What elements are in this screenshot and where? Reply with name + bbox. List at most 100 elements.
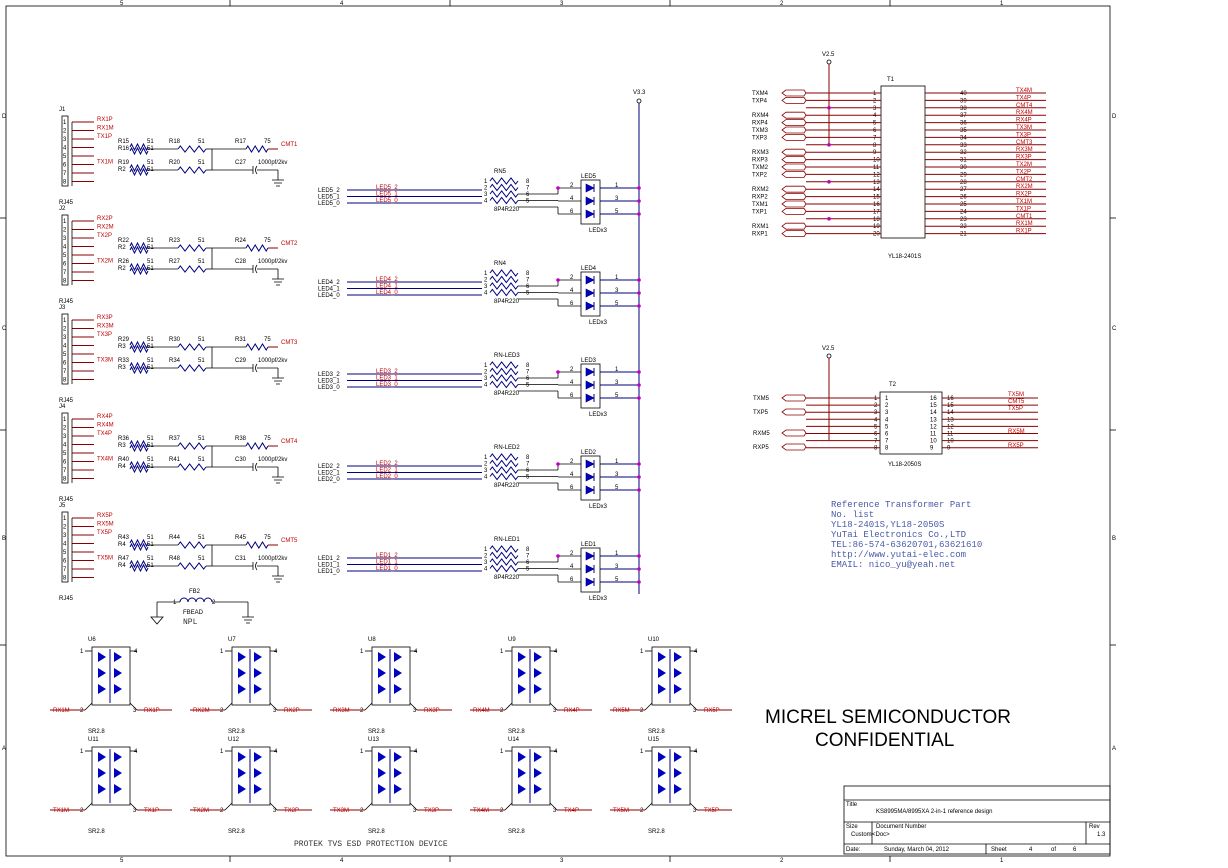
jack-pin-number: 1 <box>63 516 67 522</box>
res-ref: R45 <box>235 535 247 541</box>
t2-pin-left: 4 <box>874 417 878 423</box>
led-pin-right: 3 <box>615 380 619 386</box>
led-pin-left: 6 <box>570 485 574 491</box>
res-value: 51 <box>198 337 205 343</box>
res-ref: R17 <box>235 139 247 145</box>
t1-left-net: RXP4 <box>752 121 768 127</box>
tvs-body <box>231 646 271 706</box>
led-junction <box>556 278 560 282</box>
t1-left-net: RXP3 <box>752 158 768 164</box>
t1-left-net: TXP1 <box>752 209 768 215</box>
tvs-diode-icon <box>658 684 666 694</box>
led-net-label: LED3_1 <box>376 376 398 382</box>
note-line-4: YuTai Electronics Co.,LTD <box>831 530 966 540</box>
res-ref: R37 <box>169 436 181 442</box>
tvs-pin-2-link <box>84 802 93 811</box>
tvs-diode-icon <box>378 668 386 678</box>
res-51-mid <box>177 541 207 549</box>
t1-port-icon <box>781 193 807 200</box>
led-package <box>580 547 601 593</box>
res-75 <box>245 541 269 549</box>
led-pin-right: 5 <box>615 577 619 583</box>
led-pin-left: 4 <box>570 196 574 202</box>
title-block: Title KS8995MA/8995XA 2-in-1 reference d… <box>843 785 1111 855</box>
rail-junction <box>637 304 641 308</box>
t2-port-icon <box>781 443 807 451</box>
tvs-diode-icon <box>114 668 122 678</box>
t2-right-net: RX5M <box>1008 429 1025 435</box>
tvs-diode-icon <box>534 768 542 778</box>
res-ref: R29 <box>118 337 130 343</box>
t1-pin-right: 31 <box>960 158 967 164</box>
led-ref: LED1 <box>581 542 597 548</box>
jack-net-label: TX5M <box>97 556 113 562</box>
t1-pin-left: 11 <box>873 165 880 171</box>
cap-plate-curved <box>255 165 258 175</box>
v33-rail-terminal <box>636 98 642 104</box>
tvs-body <box>651 746 691 806</box>
tvs-pin-2: 2 <box>500 808 504 814</box>
res-51-c <box>129 559 149 569</box>
rn-value: 8P4R220 <box>494 299 520 305</box>
jack-net-label: RX2P <box>97 216 113 222</box>
tvs-pin-3: 3 <box>693 808 697 814</box>
res-value: 51 <box>198 535 205 541</box>
jack-pin-number: 3 <box>63 434 67 440</box>
tvs-ref: U7 <box>228 637 236 643</box>
led-net-label: LED1_0 <box>376 566 398 572</box>
rn-resistor <box>489 380 519 389</box>
note-line-2: No. list <box>831 510 874 520</box>
res-value: 51 <box>198 436 205 442</box>
t1-left-net: TXM2 <box>752 165 769 171</box>
rn-ref: RN5 <box>494 169 507 175</box>
tb-size-label: Size <box>846 824 858 830</box>
tvs-diode-icon <box>114 684 122 694</box>
tvs-diode-icon <box>394 652 402 662</box>
res-value: 75 <box>264 139 271 145</box>
zone-row-right: D <box>1112 114 1117 120</box>
t2-right-net: TX5P <box>1008 406 1023 412</box>
led-pin-left: 2 <box>570 459 574 465</box>
tvs-diode-icon <box>518 668 526 678</box>
jack-type: RJ45 <box>59 596 74 602</box>
res-ref: R19 <box>118 160 130 166</box>
led-net-name: LED5_1 <box>318 195 340 201</box>
led-diode-icon <box>585 288 595 298</box>
note-line-1: Reference Transformer Part <box>831 500 971 510</box>
rn-pin-right: 8 <box>526 547 530 553</box>
tvs-diode-icon <box>378 652 386 662</box>
res-ref: R47 <box>118 556 130 562</box>
t1-left-net: TXP2 <box>752 172 768 178</box>
rn-value: 8P4R220 <box>494 575 520 581</box>
rn-resistor <box>489 190 519 198</box>
t1-pin-right: 23 <box>960 217 967 223</box>
tvs-ref: U11 <box>88 737 99 743</box>
res-value: 51 <box>198 457 205 463</box>
rail-junction <box>637 278 641 282</box>
led-net-label: LED2_1 <box>376 468 398 474</box>
led-net-label: LED2_0 <box>376 474 398 480</box>
t1-right-net: TX1P <box>1016 206 1031 212</box>
rn-pin-left: 2 <box>484 186 488 192</box>
led-package <box>580 455 601 501</box>
tvs-pin-3-link <box>689 802 698 811</box>
res-ref: R36 <box>118 436 130 442</box>
zone-col-bottom: 2 <box>780 858 784 864</box>
tvs-diode-icon <box>674 652 682 662</box>
rn-pin-left: 2 <box>484 370 488 376</box>
jack-pin-number: 1 <box>63 417 67 423</box>
jack-net-label: TX4M <box>97 457 113 463</box>
led-diode-icon <box>585 196 595 206</box>
res-51-b <box>129 542 149 552</box>
res-51-mid <box>177 442 207 450</box>
tvs-pin-3-link <box>129 702 138 711</box>
tvs-pin-2-link <box>644 802 653 811</box>
tvs-left-net: TX1M <box>53 808 69 814</box>
note-line-5: TEL:86-574-63620701,63621610 <box>831 540 982 550</box>
tvs-body <box>91 746 131 806</box>
led-pin-right: 1 <box>615 275 619 281</box>
cmt-net-label: CMT4 <box>281 439 298 445</box>
